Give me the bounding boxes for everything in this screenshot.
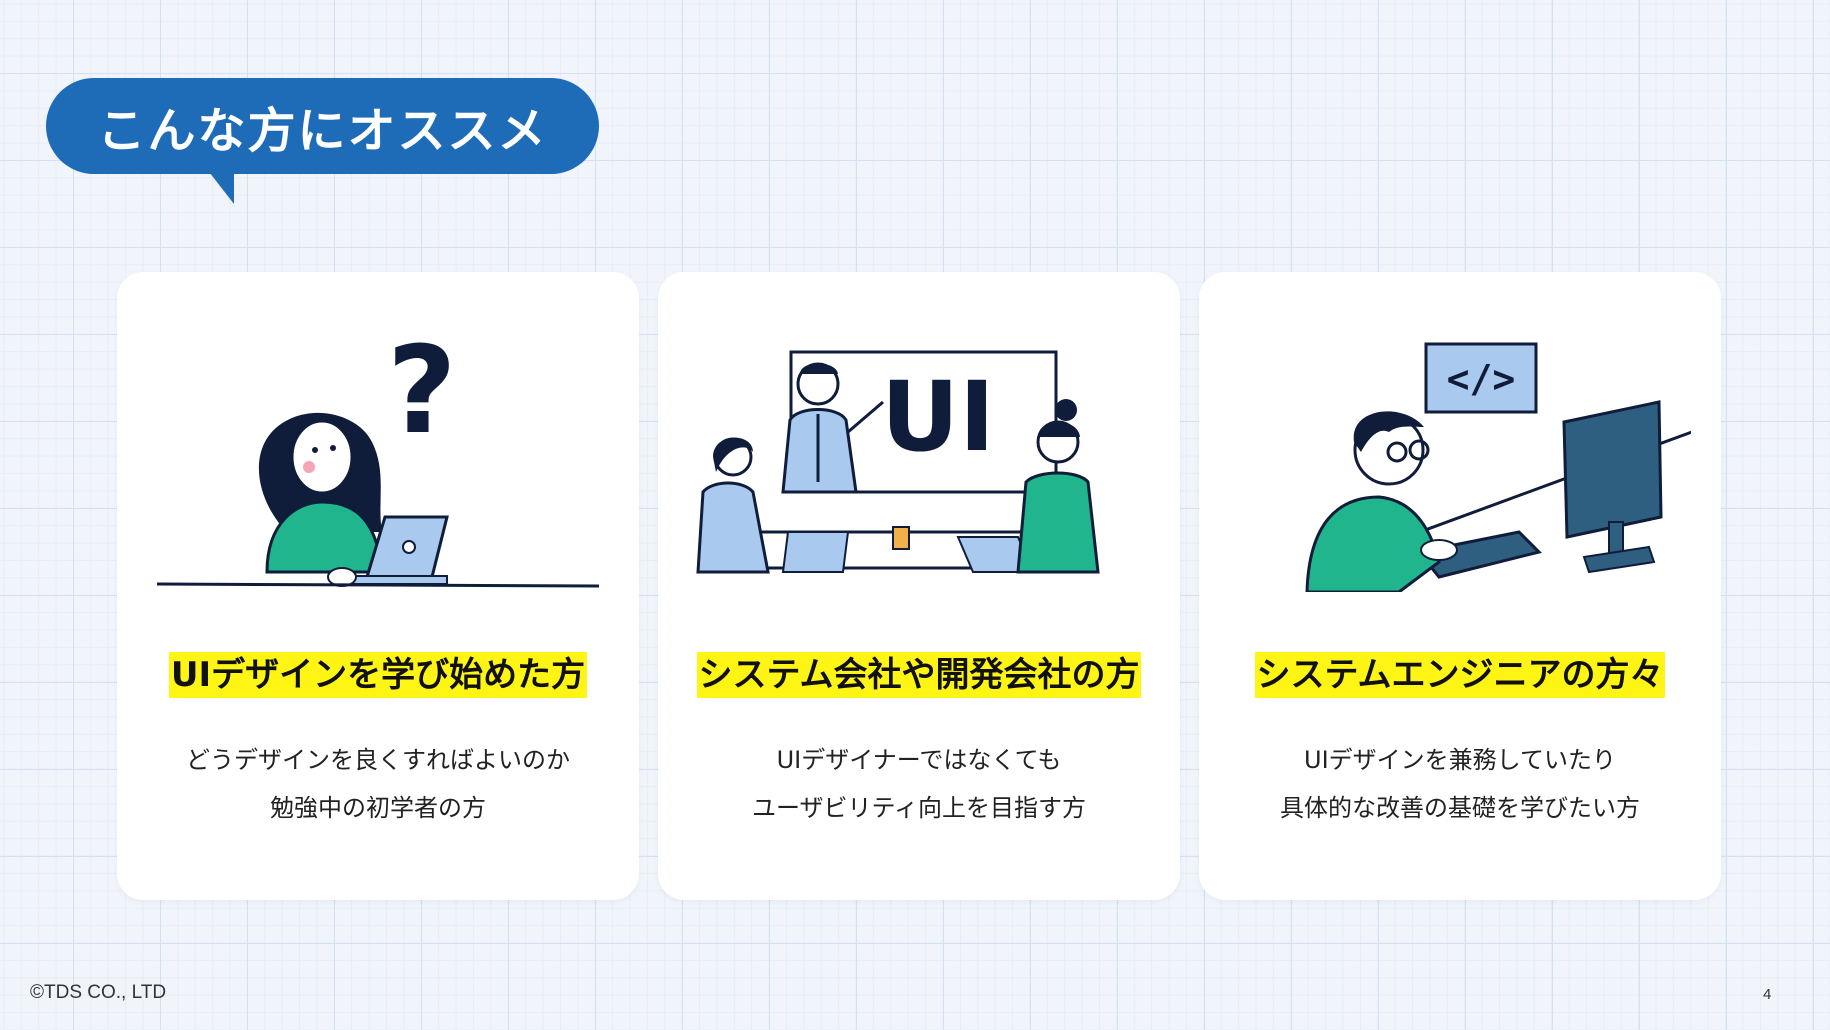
card-description: UIデザインを兼務していたり 具体的な改善の基礎を学びたい方	[1280, 746, 1640, 822]
svg-text:?: ?	[387, 332, 457, 461]
card-description: どうデザインを良くすればよいのか 勉強中の初学者の方	[186, 746, 570, 822]
title-bubble: こんな方にオススメ	[46, 78, 599, 204]
card-description: UIデザイナーではなくても ユーザビリティ向上を目指す方	[751, 746, 1087, 822]
card-engineer: </> システムエンジニアの方々 UIデザインを兼務していたり 具体的な改善の基…	[1199, 272, 1721, 900]
team-meeting-illustration: UI	[696, 350, 1100, 574]
card-heading: UIデザインを学び始めた方	[117, 652, 639, 698]
speech-bubble-shape	[46, 78, 599, 204]
card-beginner: ? UIデザインを学び始めた方 どうデザインを良くすればよいのか 勉強中の初学者…	[117, 272, 639, 900]
card-company: UI システム会社や開発会社の方 UIデザイナーではなくても ユーザビリティ向上…	[658, 272, 1180, 900]
copyright-text: ©TDS CO., LTD	[30, 982, 167, 1003]
board-ui-text: UI	[881, 361, 995, 473]
engineer-at-computer-illustration: </>	[1305, 342, 1691, 592]
card-heading: システムエンジニアの方々	[1199, 652, 1721, 698]
confused-learner-illustration: ?	[156, 332, 600, 588]
page-number: 4	[1763, 986, 1772, 1003]
page-title: こんな方にオススメ	[97, 103, 548, 159]
code-tag-text: </>	[1447, 357, 1516, 401]
card-heading: システム会社や開発会社の方	[658, 652, 1180, 698]
